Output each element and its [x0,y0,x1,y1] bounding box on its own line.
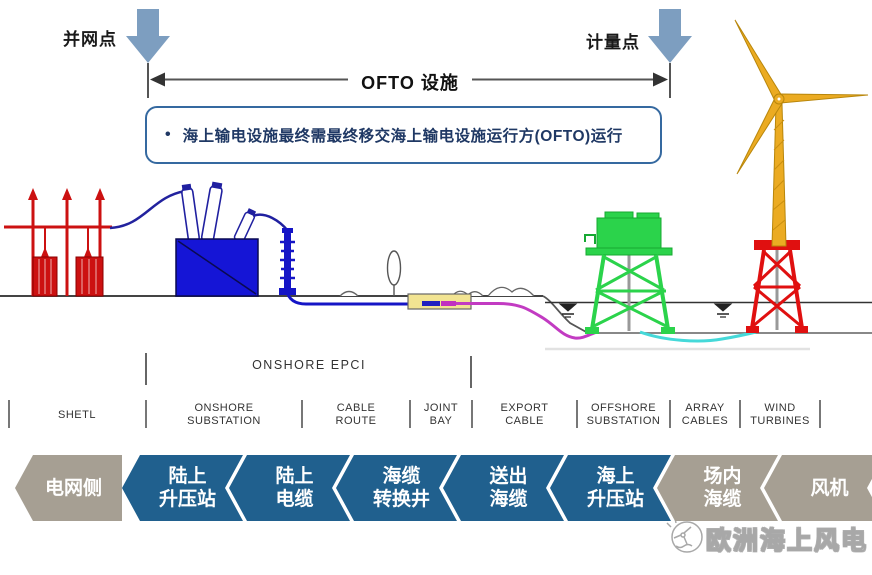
ofto-span-label: OFTO 设施 [352,69,468,95]
section-divider [471,400,473,428]
chevron-array-cable: 场内 海缆 [657,455,778,521]
section-divider [576,400,578,428]
section-divider [409,400,411,428]
section-divider [301,400,303,428]
chevron-onshore-substation: 陆上 升压站 [122,455,243,521]
logo-icon [666,517,703,553]
ofto-span-line [147,63,671,98]
chevron-offshore-substation: 海上 升压站 [550,455,671,521]
overhead-line [109,189,187,230]
shetl-substation [4,188,112,297]
offshore-substation-platform [584,211,675,334]
epci-tick-left [145,353,147,385]
note-bullet: • [165,126,171,143]
joint-bay [407,293,472,310]
water-level-icon [558,303,733,318]
left-arrowhead-icon [150,72,165,87]
metering-point-label: 计量点 [586,33,640,52]
section-divider [669,400,671,428]
section-label-array-cables: ARRAY CABLES [681,402,729,427]
onshore-epci-label: ONSHORE EPCI [252,358,366,372]
section-divider [145,400,147,428]
note-text: 海上输电设施最终需最终移交海上输电设施运行方(OFTO)运行 [182,128,623,145]
section-label-onshore-substation: ONSHORE SUBSTATION [187,402,261,427]
export-cable [456,302,598,340]
grid-connection-arrow-icon [126,9,170,63]
section-label-offshore-substation: OFFSHORE SUBSTATION [586,402,661,427]
array-cable [639,330,757,343]
chevron-grid-side: 电网侧 [15,455,122,521]
tree-icon [386,250,402,296]
onshore-transformer [175,181,289,297]
ofto-note-box: • 海上输电设施最终需最终移交海上输电设施运行方(OFTO)运行 [145,106,662,164]
section-label-shetl: SHETL [58,408,96,421]
wind-turbine [734,19,869,247]
chevron-transition-joint: 海缆 转换井 [336,455,457,521]
epci-tick-right [470,356,472,388]
section-divider [819,400,821,428]
logo-text: 欧洲海上风电 [705,526,869,555]
grid-connection-point-label: 并网点 [63,30,117,49]
section-label-cable-route: CABLE ROUTE [335,402,377,427]
chevron-onshore-cable: 陆上 电缆 [229,455,350,521]
turbine-jacket [746,240,808,333]
metering-point-arrow-icon [648,9,692,63]
section-label-export-cable: EXPORT CABLE [500,402,549,427]
right-arrowhead-icon [653,72,668,87]
chevron-wind-turbine: 风机 [764,455,872,521]
section-divider [8,400,10,428]
cable-termination [279,228,424,306]
section-divider [739,400,741,428]
section-label-wind-turbines: WIND TURBINES [750,402,810,427]
chevron-export-cable: 送出 海缆 [443,455,564,521]
section-label-joint-bay: JOINT BAY [423,402,459,427]
